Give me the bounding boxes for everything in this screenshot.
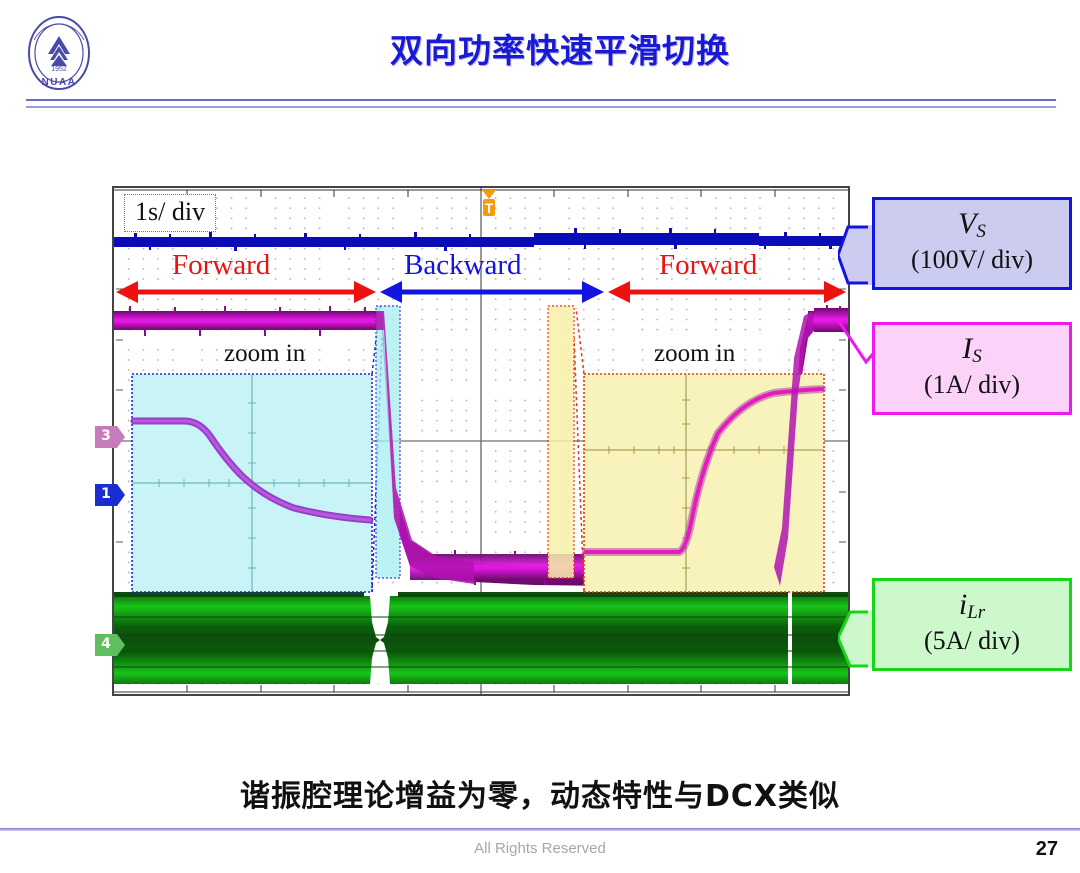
zoom-source-strip-right: [547, 305, 575, 579]
slide-header: 1952 NUAA 双向功率快速平滑切换: [0, 0, 1080, 108]
footer-divider: [0, 828, 1080, 831]
channel-marker-4[interactable]: 4: [95, 634, 125, 656]
callout-is: IS (1A/ div): [872, 322, 1072, 415]
trigger-marker-icon: T: [481, 189, 497, 219]
zoom-in-label-left: zoom in: [224, 340, 306, 367]
slide-caption: 谐振腔理论增益为零，动态特性与DCX类似: [239, 779, 841, 814]
footer-copyright: All Rights Reserved: [474, 840, 606, 857]
zoom-inset-right: [582, 373, 826, 593]
callout-ilr-symbol: i: [958, 588, 968, 621]
waveform-ilr: [114, 592, 848, 684]
callout-ilr: iLr (5A/ div): [872, 578, 1072, 671]
is-falling-edge: [376, 311, 474, 584]
waveform-vs: [114, 228, 848, 251]
region-label-backward: Backward: [404, 249, 522, 281]
header-divider: [26, 99, 1056, 108]
callout-ilr-unit: (5A/ div): [923, 626, 1021, 656]
is-rising-edge: [774, 311, 814, 586]
callout-is-unit: (1A/ div): [923, 370, 1021, 400]
callout-vs-symbol: V: [958, 207, 977, 240]
callout-vs-subscript: S: [976, 221, 986, 242]
channel-marker-3-label: 3: [101, 428, 111, 444]
page-title: 双向功率快速平滑切换: [390, 31, 730, 70]
nuaa-logo: 1952 NUAA: [20, 14, 98, 92]
channel-marker-4-label: 4: [101, 636, 111, 652]
callout-vs: VS (100V/ div): [872, 197, 1072, 290]
zoom-inset-left: [130, 373, 374, 593]
logo-year-text: 1952: [51, 66, 67, 73]
channel-marker-3[interactable]: 3: [95, 426, 125, 448]
region-label-forward-1: Forward: [172, 249, 271, 281]
zoom-inset-right-leaders: [573, 307, 585, 593]
scope-waveform-plot: [114, 188, 848, 694]
zoom-source-strip-left: [375, 305, 401, 579]
region-arrows: [116, 281, 846, 303]
callout-ilr-subscript: Lr: [967, 602, 986, 623]
callout-is-subscript: S: [972, 346, 982, 367]
callout-is-symbol: I: [962, 332, 973, 365]
zoom-in-label-right: zoom in: [654, 340, 736, 367]
oscilloscope-capture: 1s/ div zoom in zoom in Forward Backward…: [95, 186, 850, 696]
svg-text:T: T: [485, 200, 494, 216]
channel-marker-1[interactable]: 1: [95, 484, 125, 506]
channel-marker-1-label: 1: [101, 486, 111, 502]
logo-name-text: NUAA: [42, 77, 77, 88]
region-label-forward-2: Forward: [659, 249, 758, 281]
page-number: 27: [1035, 838, 1058, 860]
timebase-label: 1s/ div: [124, 194, 217, 232]
callout-vs-unit: (100V/ div): [910, 245, 1034, 275]
scope-screen: 1s/ div zoom in zoom in Forward Backward…: [112, 186, 850, 696]
